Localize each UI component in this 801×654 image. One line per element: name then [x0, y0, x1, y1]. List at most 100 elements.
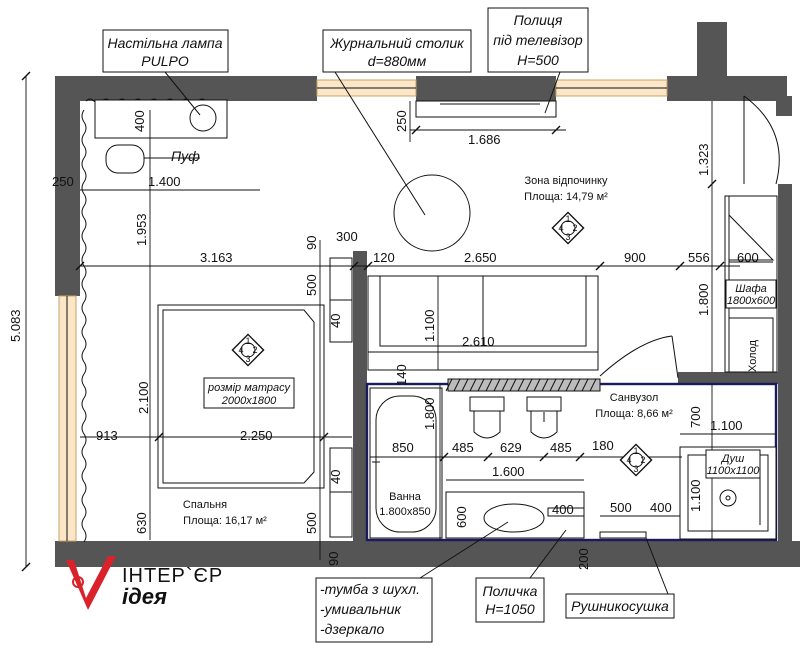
wall-top-left: [55, 76, 317, 101]
room-bathroom-area: Площа: 8,66 м²: [595, 408, 673, 420]
nightstand-top-inner: [329, 299, 353, 343]
dim-1800-b: 1.800: [422, 397, 437, 430]
room-bedroom-name: Спальня: [183, 499, 227, 511]
wall-partition: [353, 251, 367, 541]
dim-1100-b: 1.100: [710, 418, 743, 433]
dim-485-b: 485: [550, 440, 572, 455]
dim-1600: 1.600: [492, 464, 525, 479]
room-lounge-area: Площа: 14,79 м²: [524, 191, 608, 203]
fridge-label: Холод: [747, 339, 759, 372]
windows: [58, 79, 668, 542]
dim-5083: 5.083: [8, 309, 23, 342]
curtain-left: [81, 109, 87, 543]
marker-lounge-2: 2: [572, 223, 577, 233]
walls: [55, 22, 800, 567]
room-lounge-name: Зона відпочинку: [525, 175, 608, 187]
callout-table-box: [322, 29, 472, 73]
callout-lamp-line1: Настільна лампа: [107, 35, 222, 51]
dim-500-c: 500: [610, 500, 632, 515]
wall-right-stub: [776, 96, 792, 116]
marker-bathroom-2: 2: [640, 455, 645, 465]
marker-bedroom-3: 3: [245, 354, 250, 364]
callout-towel-box: [565, 593, 675, 619]
dim-1100-c: 1.100: [688, 479, 703, 512]
dim-500-b: 500: [304, 512, 319, 534]
callout-lamp-line2: PULPO: [141, 53, 189, 69]
sink-icon: [483, 503, 545, 533]
bath-label-name: Ванна: [389, 491, 422, 503]
coffee-table-icon: [393, 174, 471, 252]
nightstand-bottom: [329, 491, 353, 538]
wardrobe-label-box: [725, 279, 777, 309]
dim-90-b: 90: [326, 552, 341, 566]
dim-556: 556: [688, 250, 710, 265]
callout-puf: Пуф: [171, 148, 200, 164]
dim-850: 850: [392, 440, 414, 455]
dim-1323: 1.323: [696, 143, 711, 176]
dim-300: 300: [336, 229, 358, 244]
callout-boxes: Настільна лампа PULPO Журнальний столик …: [102, 7, 675, 643]
bidet: [526, 396, 562, 439]
dim-40-a: 40: [328, 314, 343, 328]
dim-485-a: 485: [452, 440, 474, 455]
marker-bedroom-1: 1: [245, 336, 250, 346]
wall-left: [55, 76, 80, 296]
lamp-icon: [189, 104, 217, 132]
callout-table-line2: d=880мм: [368, 53, 427, 69]
dim-250-b: 250: [394, 110, 409, 132]
callout-cabinet-box: [315, 577, 433, 643]
company-logo: ІНТЕР`ЄР ідея: [66, 556, 223, 610]
room-bedroom-area: Площа: 16,17 м²: [183, 515, 267, 527]
sofa: [367, 275, 599, 371]
bath-label-size: 1.800х850: [379, 506, 430, 518]
shower-label-box: [705, 449, 761, 479]
dim-200: 200: [576, 548, 591, 570]
marker-lounge-3: 3: [565, 232, 570, 242]
marker-lounge-4: 4: [558, 223, 563, 233]
mattress-label-size: 2000х1800: [221, 395, 277, 407]
callout-tvshelf-line1: Полиця: [514, 12, 563, 28]
mattress-label-name: розмір матрасу: [207, 382, 292, 394]
room-labels: Зона відпочинку Площа: 14,79 м² Санвузол…: [183, 175, 777, 527]
callout-polychka-box: [475, 577, 545, 623]
marker-bathroom-3: 3: [633, 464, 638, 474]
bathroom-door-swing: [599, 335, 673, 377]
dim-2250: 2.250: [240, 428, 273, 443]
logo-line1: ІНТЕР`ЄР: [122, 565, 223, 587]
callout-lamp-box: [102, 29, 229, 73]
dim-600-a: 600: [737, 250, 759, 265]
dim-400-a: 400: [132, 110, 147, 132]
dim-629: 629: [500, 440, 522, 455]
room-bathroom-name: Санвузол: [610, 392, 659, 404]
marker-bedroom-2: 2: [252, 345, 257, 355]
callout-table-line1: Журнальний столик: [329, 35, 465, 51]
callout-polychka-line1: Поличка: [483, 583, 538, 599]
wardrobe-label-name: Шафа: [735, 283, 767, 295]
wall-top-right: [667, 76, 787, 101]
dim-1100-a: 1.100: [422, 309, 437, 342]
wall-bath-top-right: [678, 372, 778, 384]
dim-3163: 3.163: [200, 250, 233, 265]
logo-mark-icon: [66, 556, 116, 610]
pouf-icon: [105, 144, 145, 174]
marker-lounge-1: 1: [565, 214, 570, 224]
dim-2100: 2.100: [136, 381, 151, 414]
logo-line2: ідея: [122, 584, 167, 609]
bathtub: [369, 387, 443, 539]
dim-2650: 2.650: [464, 250, 497, 265]
wall-right: [778, 184, 792, 544]
marker-bathroom-1: 1: [633, 446, 638, 456]
shower-label-size: 1100х1100: [707, 465, 761, 477]
dim-913: 913: [96, 428, 118, 443]
dim-700: 700: [688, 406, 703, 428]
dim-250-a: 250: [52, 174, 74, 189]
dim-1400: 1.400: [148, 174, 181, 189]
callout-cabinet-line3: -дзеркало: [320, 621, 384, 637]
bathtub-outer: [369, 387, 443, 539]
callout-polychka-line2: H=1050: [485, 601, 535, 617]
dim-500-a: 500: [304, 274, 319, 296]
callout-tvshelf-line3: H=500: [517, 52, 559, 68]
dim-600-b: 600: [454, 506, 469, 528]
wall-top-mid: [416, 76, 556, 101]
